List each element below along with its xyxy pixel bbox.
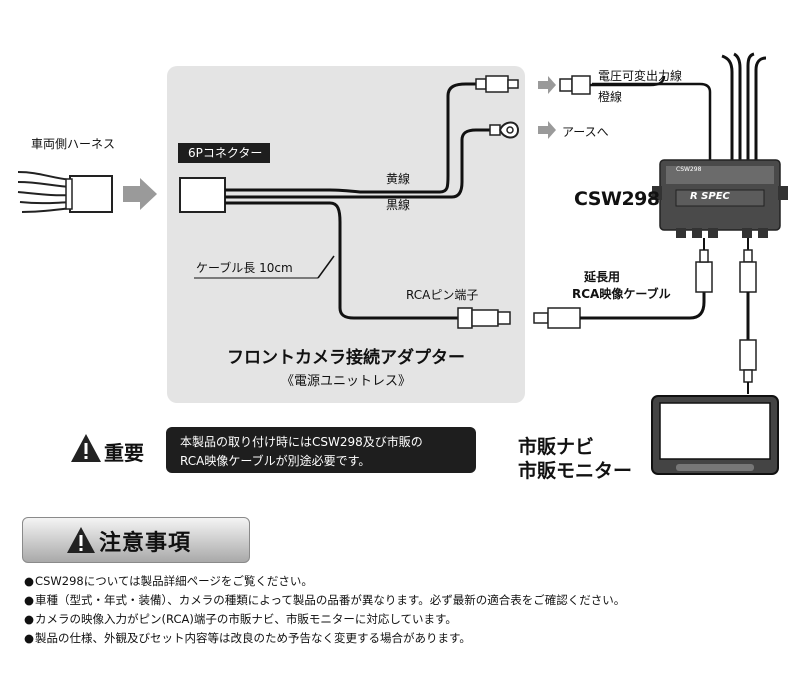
black-wire-label: 黒線 <box>386 198 411 212</box>
rca-to-monitor-cable <box>739 238 757 394</box>
caution-heading: 注意事項 <box>99 531 192 556</box>
adapter-panel <box>167 66 525 403</box>
caution-note: 車種（型式・年式・装備）、カメラの種類によって製品の品番が異なります。必ず最新の… <box>24 591 625 610</box>
caution-note: CSW298については製品詳細ページをご覧ください。 <box>24 572 625 591</box>
adapter-title: フロントカメラ接続アダプター <box>227 348 465 368</box>
cable-length-label: ケーブル長 10cm <box>196 261 293 275</box>
ground-arrow <box>538 121 556 139</box>
csw-top-cables <box>592 52 767 160</box>
caution-note: カメラの映像入力がピン(RCA)端子の市販ナビ、市販モニターに対応しています。 <box>24 610 625 629</box>
rca-pin-label: RCAピン端子 <box>406 288 479 302</box>
monitor-illustration <box>651 395 779 475</box>
csw298-box <box>652 159 788 238</box>
monitor-label: 市販モニター <box>518 460 633 482</box>
connector-tag: 6Pコネクター <box>178 143 271 163</box>
rca-extension-cable <box>533 238 713 329</box>
caution-notes: CSW298については製品詳細ページをご覧ください。 車種（型式・年式・装備）、… <box>24 572 625 648</box>
orange-line-plug <box>475 75 519 93</box>
vehicle-harness-illustration <box>17 171 113 213</box>
caution-banner <box>22 517 250 563</box>
important-line-1: 本製品の取り付け時にはCSW298及び市販の <box>180 435 423 449</box>
caution-note: 製品の仕様、外観及びセット内容等は改良のため予告なく変更する場合があります。 <box>24 629 625 648</box>
extension-label-1: 延長用 <box>584 270 621 284</box>
six-pin-connector <box>179 177 226 213</box>
yellow-wire-label: 黄線 <box>386 172 411 186</box>
adapter-subtitle: 《電源ユニットレス》 <box>280 374 411 389</box>
voltage-arrow <box>538 76 556 94</box>
important-heading: 重要 <box>104 441 144 465</box>
caution-warning-icon <box>67 527 95 553</box>
vehicle-harness-label: 車両側ハーネス <box>31 137 116 151</box>
extension-label-2: RCA映像ケーブル <box>572 287 671 301</box>
csw-small-label: CSW298 <box>676 166 702 173</box>
navi-label: 市販ナビ <box>518 436 595 458</box>
ground-label: アースへ <box>562 125 609 139</box>
important-notice-box <box>166 427 476 473</box>
important-line-2: RCA映像ケーブルが別途必要です。 <box>180 454 371 468</box>
important-warning-icon <box>71 434 101 462</box>
voltage-line-label: 電圧可変出力線 <box>598 69 683 83</box>
csw-brand-logo: R SPEC <box>690 191 730 202</box>
rca-plug-adapter <box>457 307 511 329</box>
csw-title: CSW298 <box>574 188 660 210</box>
orange-line-label: 橙線 <box>598 90 623 104</box>
harness-arrow <box>123 178 157 210</box>
ground-terminal <box>489 121 520 139</box>
